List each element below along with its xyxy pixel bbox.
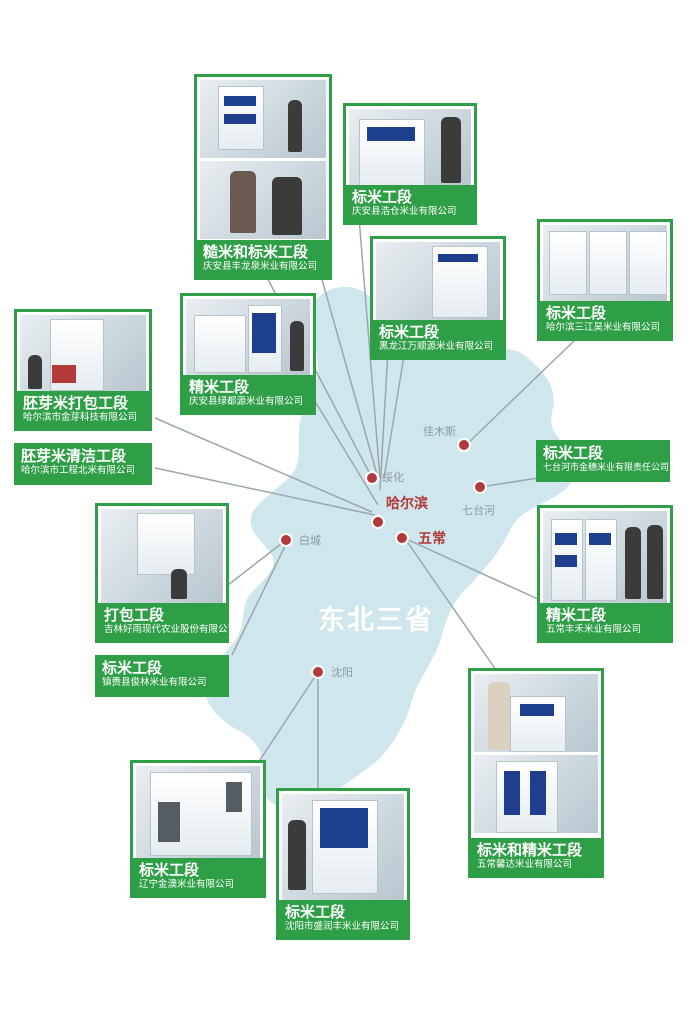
city-dot-jiamusi [457, 438, 471, 452]
site-company: 庆安县绿都源米业有限公司 [189, 396, 304, 407]
site-title: 打包工段 [104, 606, 165, 624]
site-label: 标米工段 沈阳市盛润丰米业有限公司 [279, 900, 407, 937]
region-label: 东北三省 [318, 605, 434, 636]
site-photo [200, 80, 326, 158]
site-company: 五常馨达米业有限公司 [477, 859, 573, 870]
site-title: 胚芽米清洁工段 [21, 447, 127, 465]
city-label-jiamusi: 佳木斯 [423, 425, 456, 438]
city-label-wuchang: 五常 [418, 531, 446, 547]
site-label: 打包工段 吉林好雨现代农业股份有限公司 [98, 603, 238, 640]
site-photo [543, 225, 667, 301]
site-company: 镇赉县俊林米业有限公司 [102, 677, 207, 688]
site-company: 庆安县浩仓米业有限公司 [352, 206, 457, 217]
site-company: 吉林好雨现代农业股份有限公司 [104, 624, 238, 635]
site-title: 标米工段 [543, 444, 604, 462]
site-tag-6[interactable]: 胚芽米清洁工段 哈尔滨市工程北米有限公司 [14, 443, 152, 485]
site-label: 精米工段 五常丰禾米业有限公司 [540, 603, 670, 640]
city-label-suihua: 绥化 [382, 471, 404, 484]
site-photo [20, 315, 146, 391]
site-company: 五常丰禾米业有限公司 [546, 624, 642, 635]
site-photo [136, 766, 260, 858]
site-label: 标米工段 黑龙江万顺源米业有限公司 [373, 320, 503, 357]
city-dot-shenyang [311, 665, 325, 679]
site-card-0[interactable]: 糙米和标米工段 庆安县丰龙泉米业有限公司 [194, 74, 332, 280]
city-label-shenyang: 沈阳 [331, 666, 353, 679]
site-company: 哈尔滨市工程北米有限公司 [21, 465, 136, 476]
site-label: 标米工段 哈尔滨三江昊米业有限公司 [540, 301, 670, 338]
site-company: 沈阳市盛润丰米业有限公司 [285, 921, 400, 932]
site-card-1[interactable]: 标米工段 庆安县浩仓米业有限公司 [343, 103, 477, 225]
site-label: 标米和精米工段 五常馨达米业有限公司 [471, 838, 601, 875]
site-photo [186, 299, 310, 375]
site-title: 标米工段 [546, 304, 607, 322]
site-company: 七台河市金穗米业有限责任公司 [543, 463, 670, 473]
site-card-8[interactable]: 打包工段 吉林好雨现代农业股份有限公司 [95, 503, 238, 643]
site-card-3[interactable]: 标米工段 哈尔滨三江昊米业有限公司 [537, 219, 673, 341]
site-title: 胚芽米打包工段 [23, 394, 129, 412]
site-company: 庆安县丰龙泉米业有限公司 [203, 261, 318, 272]
site-company: 哈尔滨三江昊米业有限公司 [546, 322, 661, 333]
site-photo [474, 674, 598, 752]
site-title: 精米工段 [189, 378, 250, 396]
site-company: 哈尔滨市金芽科技有限公司 [23, 412, 138, 423]
site-tag-10[interactable]: 标米工段 镇赉县俊林米业有限公司 [95, 655, 229, 697]
site-title: 糙米和标米工段 [203, 243, 309, 261]
site-card-9[interactable]: 精米工段 五常丰禾米业有限公司 [537, 505, 673, 643]
site-label: 胚芽米打包工段 哈尔滨市金芽科技有限公司 [17, 391, 149, 428]
site-photo [543, 511, 667, 603]
site-photo [200, 161, 326, 239]
site-card-12[interactable]: 标米工段 辽宁金澳米业有限公司 [130, 760, 266, 898]
site-company: 辽宁金澳米业有限公司 [139, 879, 235, 890]
site-photo [376, 242, 500, 320]
map-shape [205, 286, 578, 809]
site-card-2[interactable]: 标米工段 黑龙江万顺源米业有限公司 [370, 236, 506, 360]
city-label-harbin: 哈尔滨 [386, 496, 428, 512]
city-label-qitaihe: 七台河 [462, 504, 495, 517]
site-photo [474, 755, 598, 833]
site-title: 标米和精米工段 [477, 841, 583, 859]
site-title: 标米工段 [352, 188, 413, 206]
city-dot-baicheng [279, 533, 293, 547]
site-tag-7[interactable]: 标米工段 七台河市金穗米业有限责任公司 [536, 440, 670, 482]
city-dots [279, 438, 487, 679]
site-photo [282, 794, 404, 900]
site-label: 精米工段 庆安县绿都源米业有限公司 [183, 375, 313, 412]
site-title: 标米工段 [139, 861, 200, 879]
site-title: 精米工段 [546, 606, 607, 624]
site-photo [101, 509, 223, 603]
city-dot-wuchang [395, 531, 409, 545]
site-photo [349, 109, 471, 185]
site-title: 标米工段 [285, 903, 346, 921]
city-dot-suihua [365, 471, 379, 485]
site-label: 糙米和标米工段 庆安县丰龙泉米业有限公司 [197, 240, 329, 277]
site-card-11[interactable]: 标米和精米工段 五常馨达米业有限公司 [468, 668, 604, 878]
city-dot-harbin [371, 515, 385, 529]
site-card-13[interactable]: 标米工段 沈阳市盛润丰米业有限公司 [276, 788, 410, 940]
site-title: 标米工段 [102, 659, 163, 677]
city-dot-qitaihe [473, 480, 487, 494]
site-card-5[interactable]: 精米工段 庆安县绿都源米业有限公司 [180, 293, 316, 415]
site-label: 标米工段 辽宁金澳米业有限公司 [133, 858, 263, 895]
site-company: 黑龙江万顺源米业有限公司 [379, 341, 494, 352]
site-label: 标米工段 庆安县浩仓米业有限公司 [346, 185, 474, 222]
site-card-4[interactable]: 胚芽米打包工段 哈尔滨市金芽科技有限公司 [14, 309, 152, 431]
site-title: 标米工段 [379, 323, 440, 341]
city-label-baicheng: 白城 [299, 534, 321, 547]
